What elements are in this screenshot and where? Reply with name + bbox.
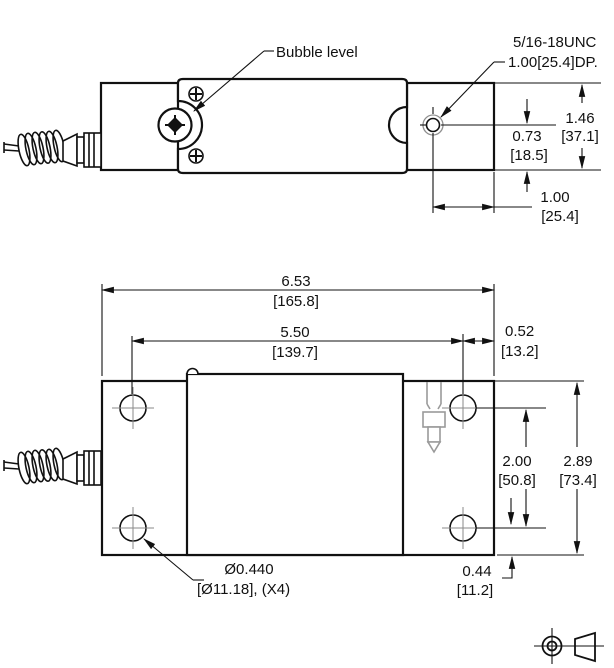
- dim-073-mm: [18.5]: [510, 147, 548, 164]
- thread-note-line2: 1.00[25.4]DP.: [508, 54, 598, 71]
- dim-044-mm: [11.2]: [457, 582, 493, 599]
- cable-coil-icon: [17, 447, 66, 485]
- mounting-hole-icon: [442, 387, 484, 429]
- dim-653-mm: [165.8]: [273, 293, 319, 310]
- dim-146-in: 1.46: [565, 110, 594, 127]
- dim-100-in: 1.00: [540, 189, 569, 206]
- dim-044-in: 0.44: [462, 563, 491, 580]
- dim-100-mm: [25.4]: [541, 208, 579, 225]
- hole-note-line2: [Ø11.18], (X4): [197, 581, 290, 598]
- dim-550-mm: [139.7]: [272, 344, 318, 361]
- loading-pin-phantom: [422, 382, 446, 454]
- dim-550-in: 5.50: [280, 324, 309, 341]
- bubble-level-icon: [157, 107, 193, 143]
- side-view: Bubble level 5/16-18UNC 1.00[25.4]DP. 0.…: [3, 34, 601, 225]
- cable-strain-relief-plan: [3, 447, 102, 486]
- bubble-level-label: Bubble level: [276, 44, 358, 61]
- dim-653-in: 6.53: [281, 273, 310, 290]
- phillips-screw-icon: [188, 86, 204, 102]
- dim-289-mm: [73.4]: [559, 472, 597, 489]
- cable-coil-icon: [17, 129, 66, 167]
- dim-052-in: 0.52: [505, 323, 534, 340]
- side-raised-block: [176, 77, 409, 175]
- cable-strain-relief-side: [3, 129, 102, 168]
- mounting-hole-icon: [112, 387, 154, 429]
- dim-146-mm: [37.1]: [561, 128, 599, 145]
- plan-dowel-bump: [186, 367, 199, 375]
- hole-note-line1: Ø0.440: [224, 561, 273, 578]
- dim-052-mm: [13.2]: [501, 343, 539, 360]
- mounting-hole-icon: [112, 507, 154, 549]
- plan-view: 6.53 [165.8] 5.50 [139.7] 0.52 [13.2] 2.…: [3, 273, 597, 599]
- side-view-dimensions: [431, 82, 601, 213]
- third-angle-projection-icon: [534, 628, 604, 664]
- thread-note-line1: 5/16-18UNC: [513, 34, 597, 51]
- plan-raised-block: [185, 372, 405, 557]
- bubble-level-leader: [193, 50, 274, 112]
- dim-200-mm: [50.8]: [498, 472, 536, 489]
- dim-073-in: 0.73: [512, 128, 541, 145]
- plan-view-dimensions: [100, 284, 584, 579]
- dim-289-in: 2.89: [563, 453, 592, 470]
- side-body-right: [405, 81, 496, 172]
- dim-200-in: 2.00: [502, 453, 531, 470]
- thread-note-leader: [440, 61, 505, 118]
- hole-note-leader: [143, 538, 204, 581]
- phillips-screw-icon: [188, 148, 204, 164]
